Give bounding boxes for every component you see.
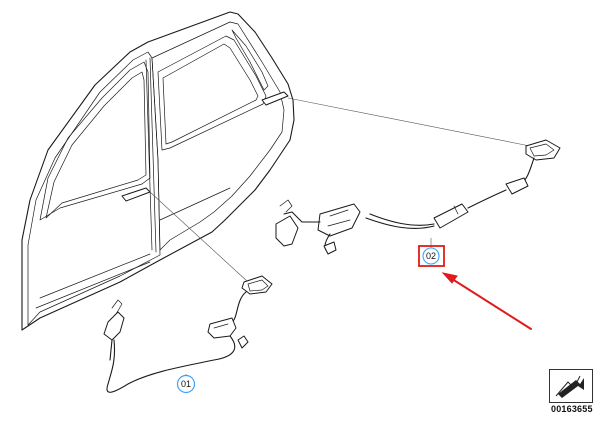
callout-02-highlight-box <box>418 245 445 267</box>
red-pointer-arrow <box>441 272 532 330</box>
part-02-cable <box>275 139 561 255</box>
callout-02[interactable]: 02 <box>418 245 445 267</box>
diagram-number: 00163655 <box>551 404 593 414</box>
callout-02-label: 02 <box>426 251 436 261</box>
arrow-nav-icon[interactable] <box>549 369 593 403</box>
leader-lines <box>149 97 531 384</box>
callout-01-label: 01 <box>181 379 191 389</box>
part-01-cable <box>103 275 273 393</box>
car-body <box>21 11 295 331</box>
callout-01[interactable]: 01 <box>176 374 196 394</box>
